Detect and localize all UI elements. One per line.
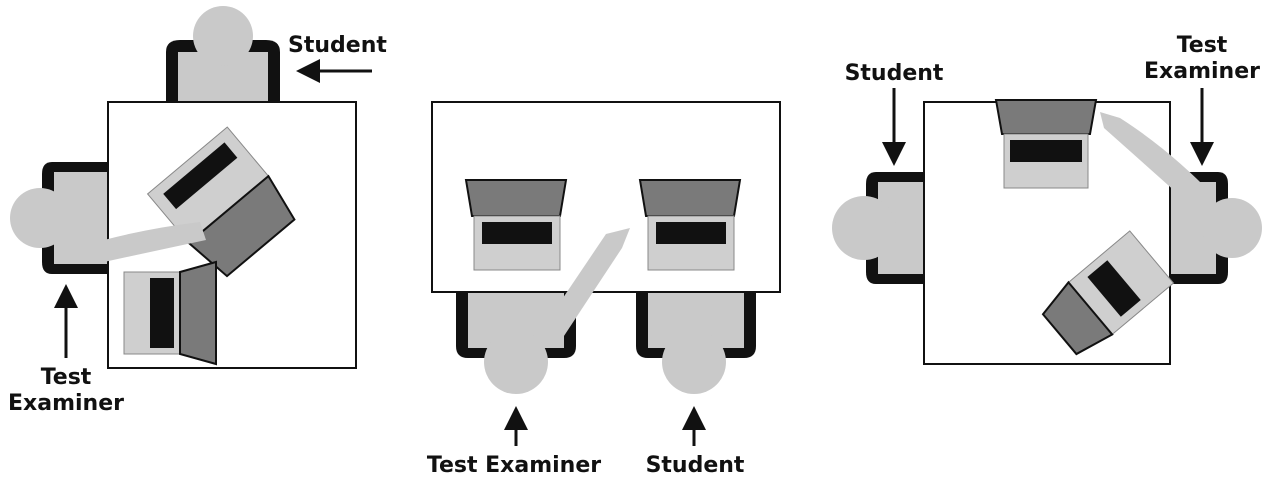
student-label-2: Student bbox=[646, 453, 745, 478]
panel-across-corner-seating: Student Test Examiner bbox=[832, 33, 1262, 365]
student-head-2 bbox=[662, 330, 726, 394]
student-laptop-2 bbox=[638, 179, 742, 271]
examiner-label-line1: Test bbox=[41, 365, 92, 390]
examiner-label-line2: Examiner bbox=[8, 391, 124, 416]
examiner-label-2: Test Examiner bbox=[427, 453, 601, 478]
panel-corner-seating: Student Test Examiner bbox=[8, 6, 387, 416]
examiner-label-3-line2: Examiner bbox=[1144, 59, 1260, 84]
student-label: Student bbox=[288, 33, 387, 58]
examiner-laptop-2 bbox=[464, 179, 568, 271]
student-laptop bbox=[146, 126, 296, 278]
examiner-arm-3 bbox=[1100, 112, 1214, 210]
examiner-laptop bbox=[123, 260, 217, 366]
student-label-3: Student bbox=[845, 61, 944, 86]
examiner-arm-2 bbox=[540, 228, 630, 342]
examiner-head-3 bbox=[1202, 198, 1262, 258]
examiner-head bbox=[10, 188, 70, 248]
examiner-head-2 bbox=[484, 330, 548, 394]
examiner-arm bbox=[104, 222, 206, 262]
examiner-laptop-3 bbox=[1041, 230, 1175, 356]
panel-side-by-side-seating: Test Examiner Student bbox=[427, 101, 781, 478]
student-head-3 bbox=[832, 196, 896, 260]
student-laptop-3 bbox=[994, 99, 1098, 189]
examiner-label-3-line1: Test bbox=[1177, 33, 1228, 58]
student-head bbox=[193, 6, 253, 66]
